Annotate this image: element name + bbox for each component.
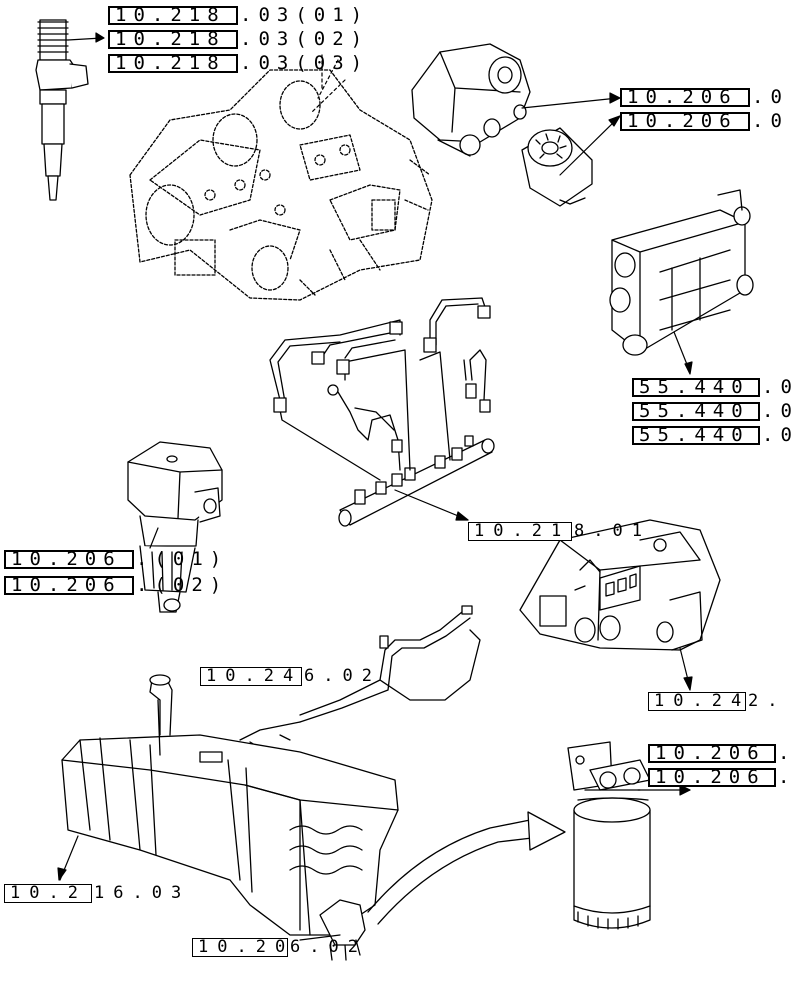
ref-label-bracket-1[interactable]: 55.440 .0 [632,376,792,398]
engine-block-illustration [129,69,433,301]
ref-suffix: .03(02) [240,28,370,50]
ref-suffix: 6.02 [290,937,367,957]
ref-code: 55.440 [632,376,760,398]
ref-code: 10.206 [4,548,134,570]
fuel-tank-illustration [61,674,399,961]
ref-suffix: . [776,766,792,788]
ref-suffix: .0 [752,110,789,132]
common-rail-illustration [269,297,495,527]
ref-suffix: .0 [752,86,789,108]
ref-label-fuel-tank[interactable]: 10.2 16.03 [4,882,190,904]
injector-illustration [35,19,89,201]
ref-code: 10.218 [108,28,238,50]
ref-label-fuel-hose[interactable]: 10.24 6.02 [200,665,381,687]
ref-label-injector-02[interactable]: 10.218 .03(02) [108,28,369,50]
ref-label-secondary-filter-1[interactable]: 10.206 . [648,742,792,764]
ref-code: 10.24 [200,666,302,686]
ref-code: 10.2 [4,883,92,903]
ref-suffix: 6.02 [304,666,381,686]
ref-label-injector-01[interactable]: 10.218 .03(01) [108,4,369,26]
high-pressure-pump-illustration [519,519,721,651]
ref-suffix: .(02) [136,574,229,596]
ref-code: 10.218 [108,4,238,26]
ref-suffix: . [776,742,792,764]
ref-code: 10.21 [468,521,572,541]
ref-label-sender[interactable]: 10.20 6.02 [192,936,367,958]
ref-suffix: 16.03 [94,883,191,903]
ref-label-common-rail[interactable]: 10.21 8.01 [468,520,651,542]
ref-label-injector-03[interactable]: 10.218 .03(03) [108,52,369,74]
ref-code: 10.206 [620,110,750,132]
ref-code: 10.20 [192,937,288,957]
flow-arrow-illustration [367,811,566,925]
pre-filter-illustration [127,441,223,613]
ref-label-bracket-2[interactable]: 55.440 .0 [632,400,792,422]
filter-head-illustration [411,43,531,157]
ref-suffix: .03(01) [240,4,370,26]
ref-label-pre-filter-2[interactable]: 10.206 .(02) [4,574,228,596]
fuel-hose-illustration [239,605,481,749]
ref-code: 55.440 [632,424,760,446]
ref-label-pump[interactable]: 10.24 2. [648,690,786,712]
ref-code: 10.206 [4,574,134,596]
ref-label-bracket-3[interactable]: 55.440 .0 [632,424,792,446]
spin-on-filter-illustration [521,127,593,207]
ref-suffix: .0 [762,424,792,446]
ref-suffix: .0 [762,400,792,422]
leader-lines [57,32,693,941]
ref-suffix: .(01) [136,548,229,570]
ref-code: 55.440 [632,400,760,422]
ref-label-pre-filter-1[interactable]: 10.206 .(01) [4,548,228,570]
ref-suffix: 2. [748,691,787,711]
ref-code: 10.206 [648,742,776,764]
ref-suffix: 8.01 [574,521,651,541]
ref-label-filter-head-1[interactable]: 10.206 .0 [620,86,789,108]
ref-code: 10.24 [648,691,746,711]
ref-code: 10.206 [620,86,750,108]
ref-label-secondary-filter-2[interactable]: 10.206 . [648,766,792,788]
mounting-bracket-illustration [609,189,754,356]
ref-label-filter-head-2[interactable]: 10.206 .0 [620,110,789,132]
ref-code: 10.206 [648,766,776,788]
secondary-filter-illustration [567,741,651,930]
ref-suffix: .0 [762,376,792,398]
ref-code: 10.218 [108,52,238,74]
ref-suffix: .03(03) [240,52,370,74]
